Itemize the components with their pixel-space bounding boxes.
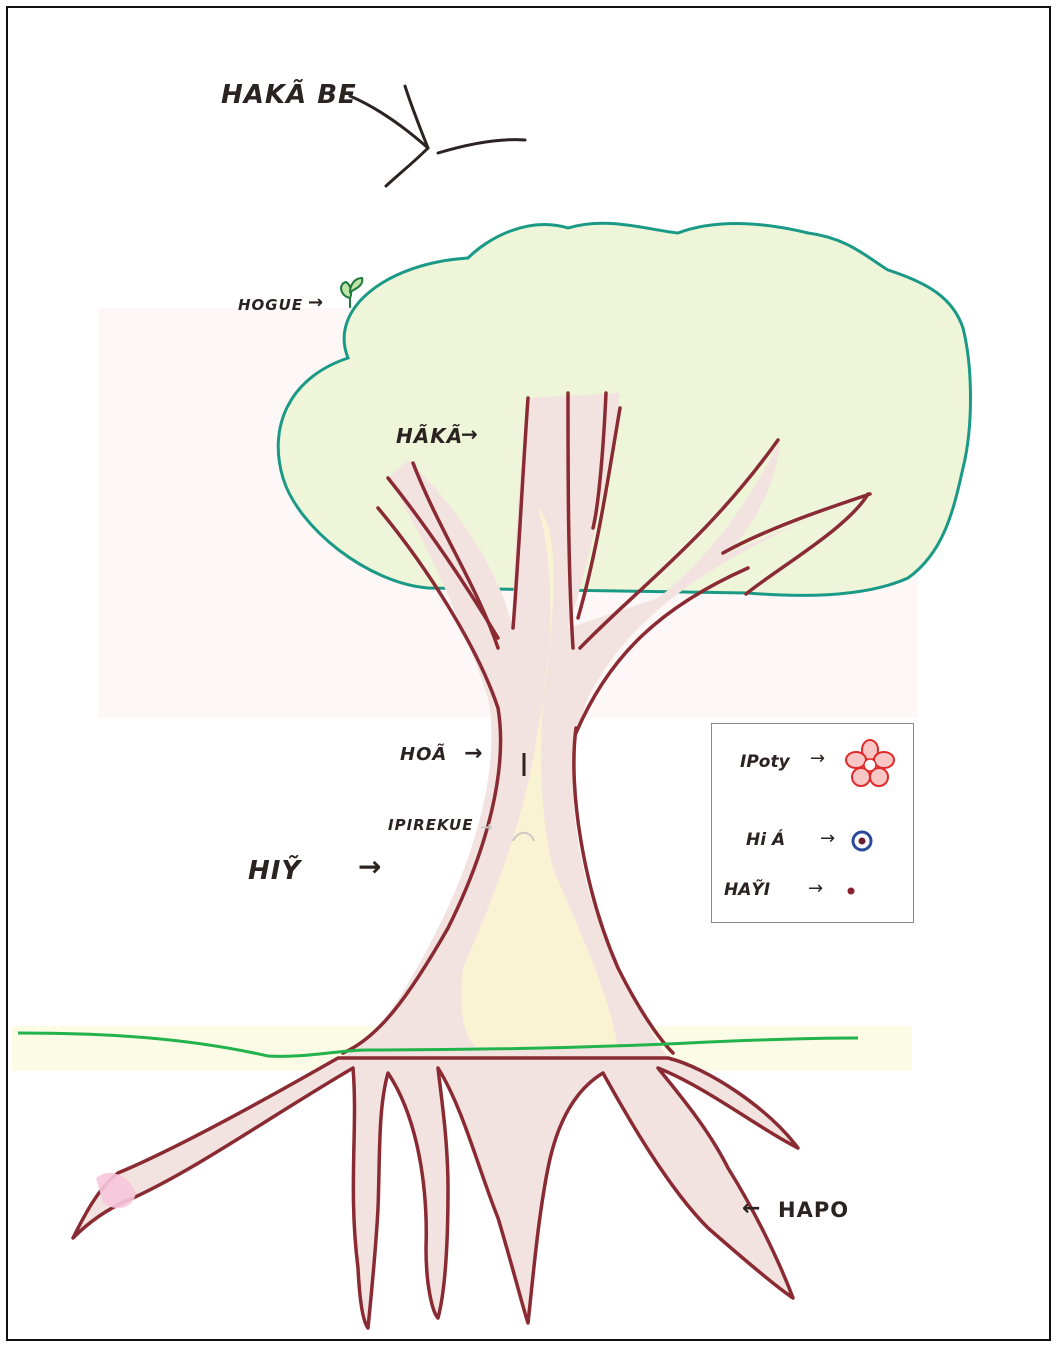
label-bark-hole-arrow: → [480,818,494,836]
roots [73,1058,798,1328]
legend-label-flower: IPoty [740,752,790,772]
label-trunk-mark-arrow: → [464,741,483,766]
canopy [278,223,970,595]
label-trunk-mark: HOÃ [400,744,447,765]
dot-icon [844,884,858,898]
drawing-sheet: HAKÃ BE HOGUE → HÃKÃ → HOÃ → IPIREKUE → … [6,6,1051,1341]
flower-icon [844,738,896,790]
legend-label-dot: HAỸI [724,880,770,900]
label-bark-hole: IPIREKUE [388,816,473,834]
legend-arrow-ring: → [820,828,835,849]
label-trunk-arrow: → [358,850,382,883]
legend-arrow-dot: → [808,878,823,899]
label-branch-arrow: → [461,422,479,446]
bird-mark [350,86,525,186]
tree-illustration [8,8,1051,1341]
label-roots-arrow: ← [742,1196,761,1221]
ring-icon [850,829,874,853]
label-sky: HAKÃ BE [221,80,357,110]
legend-box: IPoty → Hi Á → HAỸI → [711,723,914,923]
label-roots: HAPO [778,1198,849,1222]
label-leaf-arrow: → [308,292,324,313]
label-branch: HÃKÃ [396,424,463,448]
label-trunk: HIỸ [248,856,301,886]
legend-arrow-flower: → [810,748,825,769]
label-leaf: HOGUE [238,296,303,314]
legend-label-ring: Hi Á [746,830,785,850]
